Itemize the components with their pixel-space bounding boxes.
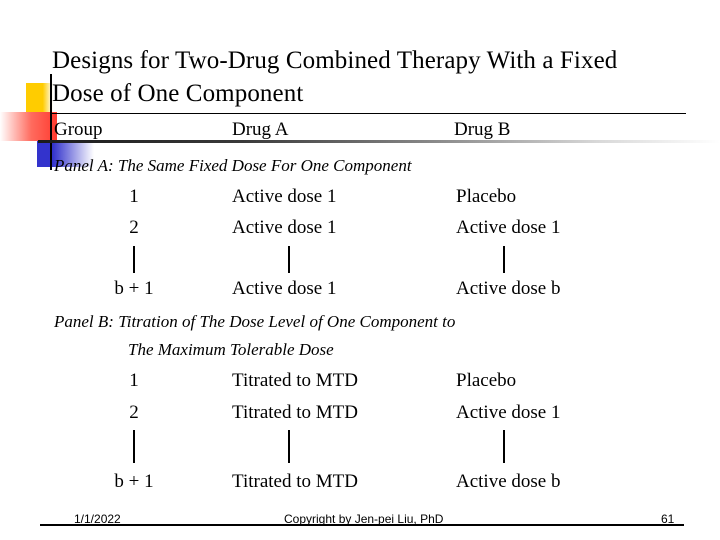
header-divider-rule [38, 140, 720, 143]
decoration-blue-block [37, 141, 94, 167]
vertical-ellipsis-mark [503, 430, 505, 463]
cell-drug-b: Placebo [456, 186, 517, 207]
cell-drug-a: Active dose 1 [232, 217, 337, 238]
vertical-ellipsis-mark [288, 246, 290, 273]
cell-group: 1 [129, 370, 139, 391]
panel-b-label-line2: The Maximum Tolerable Dose [128, 340, 334, 359]
footer-page-number: 61 [661, 512, 675, 526]
column-header-drug-a: Drug A [232, 119, 289, 140]
decoration-vertical-line [50, 74, 52, 170]
decoration-yellow-block [26, 83, 53, 112]
panel-b-label-line1: Panel B: Titration of The Dose Level of … [54, 312, 456, 331]
slide-title: Designs for Two-Drug Combined Therapy Wi… [52, 47, 618, 107]
cell-drug-b: Active dose 1 [456, 217, 561, 238]
table-row: 1 Active dose 1 Placebo [0, 186, 720, 210]
column-header-drug-b: Drug B [454, 119, 511, 140]
cell-drug-a: Active dose 1 [232, 278, 337, 299]
vertical-ellipsis-mark [288, 430, 290, 463]
cell-drug-a: Active dose 1 [232, 186, 337, 207]
cell-group: 2 [129, 217, 139, 238]
cell-group: 1 [129, 186, 139, 207]
table-column-header-row: Group Drug A Drug B [0, 119, 720, 143]
cell-group: b + 1 [114, 278, 154, 299]
table-row: 2 Active dose 1 Active dose 1 [0, 217, 720, 241]
footer-date: 1/1/2022 [74, 512, 121, 526]
title-divider-rule [50, 113, 686, 114]
table-row: 2 Titrated to MTD Active dose 1 [0, 402, 720, 426]
column-header-group: Group [54, 119, 103, 140]
decoration-red-block [0, 112, 57, 141]
footer-divider-rule [40, 524, 684, 526]
cell-drug-b: Active dose b [456, 278, 561, 299]
table-row: b + 1 Titrated to MTD Active dose b [0, 471, 720, 495]
cell-drug-a: Titrated to MTD [232, 370, 358, 391]
cell-drug-b: Active dose 1 [456, 402, 561, 423]
cell-drug-b: Active dose b [456, 471, 561, 492]
cell-group: b + 1 [114, 471, 154, 492]
cell-drug-a: Titrated to MTD [232, 471, 358, 492]
vertical-ellipsis-mark [133, 430, 135, 463]
table-row: b + 1 Active dose 1 Active dose b [0, 278, 720, 302]
footer-copyright: Copyright by Jen-pei Liu, PhD [284, 512, 444, 526]
cell-drug-a: Titrated to MTD [232, 402, 358, 423]
table-row: 1 Titrated to MTD Placebo [0, 370, 720, 394]
panel-a-label: Panel A: The Same Fixed Dose For One Com… [54, 156, 412, 175]
cell-drug-b: Placebo [456, 370, 517, 391]
cell-group: 2 [129, 402, 139, 423]
vertical-ellipsis-mark [503, 246, 505, 273]
vertical-ellipsis-mark [133, 246, 135, 273]
